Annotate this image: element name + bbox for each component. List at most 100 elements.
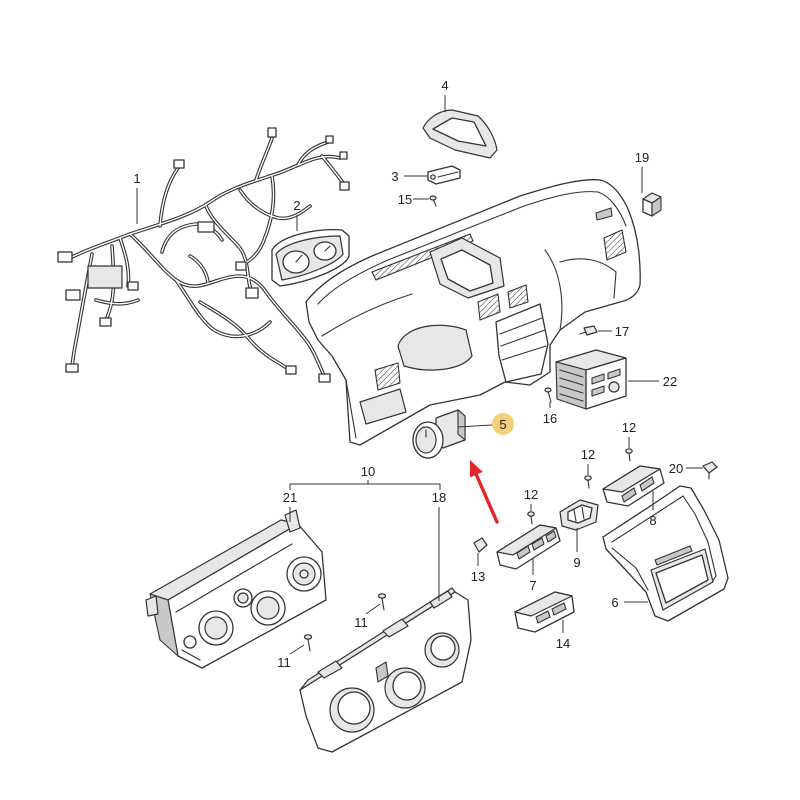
callout-label: 7	[529, 578, 536, 593]
part-21-face-lines	[175, 543, 293, 661]
part-12-screw	[527, 511, 535, 525]
switch-knob-face	[415, 426, 437, 454]
part-20-body	[702, 461, 718, 474]
callout-label: 15	[398, 192, 412, 207]
screw-shaft	[587, 479, 590, 489]
part-7-button	[545, 530, 557, 543]
screw-shaft	[381, 597, 385, 611]
harness-connector	[127, 281, 139, 291]
harness-connector	[173, 159, 185, 169]
part-18-tab	[317, 660, 343, 679]
harness-connector	[339, 181, 350, 191]
part-11-screw	[377, 593, 387, 611]
part-12-screw	[625, 448, 633, 462]
part-18-tab	[429, 590, 453, 609]
screw-shaft	[547, 390, 552, 403]
part-15-screw	[429, 195, 437, 207]
red-pointer-arrow	[470, 460, 499, 524]
callout-label: 3	[391, 169, 398, 184]
side-vent-left	[374, 362, 401, 391]
part-14-top	[514, 591, 573, 617]
callout-labels: 1 2 3 4 5 6 7 8 9 10 11 11 12 12 12 13 1…	[133, 78, 683, 670]
radio-ribs	[559, 369, 584, 402]
harness-connector	[267, 127, 277, 138]
part-14-switch	[514, 591, 575, 633]
part-16-screw	[544, 387, 552, 403]
callout-label: 11	[277, 655, 291, 670]
part-2-instrument-cluster	[271, 229, 350, 287]
part-9-bracket	[559, 499, 599, 531]
leader-11	[365, 603, 381, 615]
part-18-slot	[375, 661, 389, 683]
switch-module-side	[457, 409, 466, 441]
leader-11	[289, 644, 305, 655]
harness-connector	[245, 287, 259, 299]
harness-junction-box	[87, 265, 123, 289]
callout-label: 20	[669, 461, 683, 476]
radio-button	[591, 385, 605, 397]
part-8-switch	[602, 465, 665, 507]
part-7-switch-panel	[496, 524, 561, 570]
part-3-line	[437, 171, 459, 178]
part-13-body	[473, 537, 488, 553]
part-4-dome-trim	[422, 109, 498, 159]
callout-label: 10	[361, 464, 375, 479]
dashboard-inner-lines	[321, 249, 617, 439]
harness-connector	[339, 151, 348, 160]
part-7-button	[531, 537, 545, 551]
callout-label: 2	[293, 198, 300, 213]
dashboard-panel	[305, 179, 641, 446]
part-4-lens	[432, 117, 487, 147]
callout-label: 18	[432, 490, 446, 505]
control-knob-small	[183, 635, 197, 649]
part-18-tab	[382, 618, 409, 638]
harness-connector	[235, 261, 247, 271]
leader-5	[457, 424, 493, 428]
callout-label: 4	[441, 78, 448, 93]
callout-label: 22	[663, 374, 677, 389]
dashboard-top-edge	[317, 191, 627, 305]
side-vent-slot	[595, 207, 613, 221]
part-20-clip	[702, 461, 718, 480]
arrow-shaft	[474, 472, 499, 524]
screw-shaft	[307, 638, 311, 652]
leader-lines	[136, 95, 703, 655]
part-12-screw	[584, 475, 592, 489]
callout-label: 1	[133, 171, 140, 186]
screw-head	[544, 387, 552, 393]
harness-connector	[57, 251, 73, 263]
gauge-needles	[295, 245, 331, 263]
callout-label: 21	[283, 490, 297, 505]
harness-connector	[99, 317, 112, 327]
callout-label: 8	[649, 513, 656, 528]
control-knob-small-face	[237, 592, 249, 604]
part-14-button	[551, 602, 567, 616]
harness-connector	[65, 289, 81, 301]
steering-column-opening	[397, 324, 473, 371]
display-recess	[440, 249, 494, 292]
knob-opening-inner	[430, 635, 456, 661]
part-21-mount-tab	[284, 509, 301, 533]
callout-label: 12	[622, 420, 636, 435]
part-17-bolt	[579, 325, 598, 336]
control-knob-face	[204, 616, 228, 640]
leader-10-bracket	[289, 480, 441, 490]
part-13-clip	[473, 537, 488, 553]
part-6-trim-bezel	[602, 485, 729, 622]
callout-label: 9	[573, 555, 580, 570]
screw-shaft	[628, 452, 631, 462]
knob-opening-inner	[392, 671, 422, 701]
harness-connector	[65, 363, 79, 373]
callout-label: 11	[354, 615, 368, 630]
part-21-mount-tab	[145, 595, 159, 617]
part-22-radio	[555, 349, 627, 410]
callout-label: 12	[581, 447, 595, 462]
part-8-top	[602, 465, 661, 493]
part-7-button	[516, 545, 531, 560]
part-1-wiring-harness	[57, 127, 350, 383]
center-stack	[495, 303, 549, 383]
center-vent-right	[507, 284, 529, 309]
callout-label: 13	[471, 569, 485, 584]
center-vent-left	[477, 293, 501, 321]
